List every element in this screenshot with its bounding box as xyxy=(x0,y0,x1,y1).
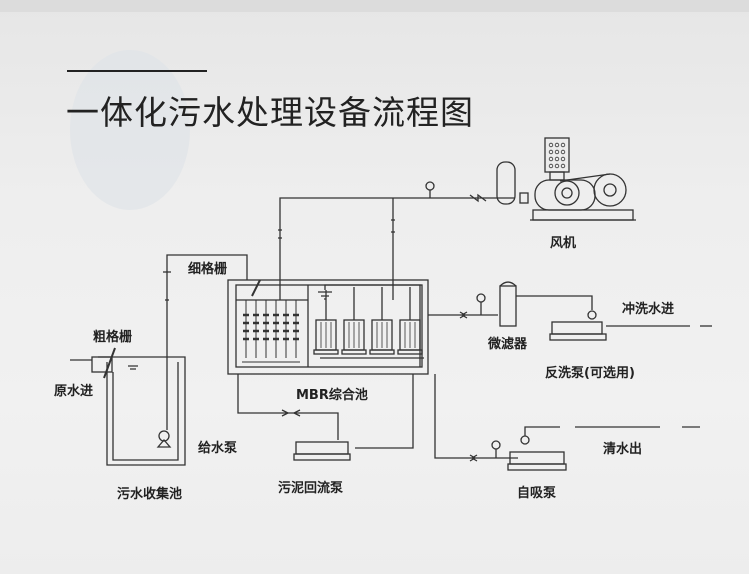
outlet-pipe xyxy=(428,281,593,327)
backwash-pump-icon xyxy=(549,310,712,341)
label-fine-screen: 细格栅 xyxy=(188,262,228,277)
page-title: 一体化污水处理设备流程图 xyxy=(66,93,474,132)
feed-pump-icon xyxy=(158,430,170,442)
mbr-tank xyxy=(227,279,429,375)
label-blower: 风机 xyxy=(550,236,577,251)
label-self-priming-pump: 自吸泵 xyxy=(517,486,557,501)
background-blob xyxy=(70,50,190,210)
micro-filter-icon xyxy=(499,285,517,327)
feed-pipe xyxy=(163,254,248,343)
blower-icon xyxy=(496,137,636,221)
background-band xyxy=(0,0,749,12)
collection-tank xyxy=(70,343,186,466)
check-valve-icon xyxy=(469,193,487,203)
title-rule xyxy=(67,70,207,72)
sludge-return-pipe xyxy=(237,374,414,461)
aerator-icons xyxy=(243,313,299,341)
sludge-pump-icon xyxy=(295,441,349,455)
label-raw-water-in: 原水进 xyxy=(54,384,94,399)
pressure-gauge-icon xyxy=(425,181,435,191)
label-mbr-tank: MBR综合池 xyxy=(296,388,368,403)
self-priming-pump-icon xyxy=(509,451,565,465)
pressure-gauge-icon xyxy=(491,440,501,450)
label-collection-tank: 污水收集池 xyxy=(117,487,183,502)
water-level-icon xyxy=(318,291,332,300)
label-micro-filter: 微滤器 xyxy=(488,337,528,352)
label-clean-water-out: 清水出 xyxy=(603,442,643,457)
pressure-gauge-icon xyxy=(476,293,486,303)
clean-water-pipe xyxy=(434,374,700,471)
label-feed-pump: 给水泵 xyxy=(198,441,238,456)
membrane-modules xyxy=(313,287,424,359)
label-sludge-return-pump: 污泥回流泵 xyxy=(278,481,344,496)
label-flush-water-in: 冲洗水进 xyxy=(622,302,675,317)
air-pipe xyxy=(278,181,515,300)
label-coarse-screen: 粗格栅 xyxy=(93,330,133,345)
label-backwash-pump: 反洗泵(可选用) xyxy=(545,366,635,381)
